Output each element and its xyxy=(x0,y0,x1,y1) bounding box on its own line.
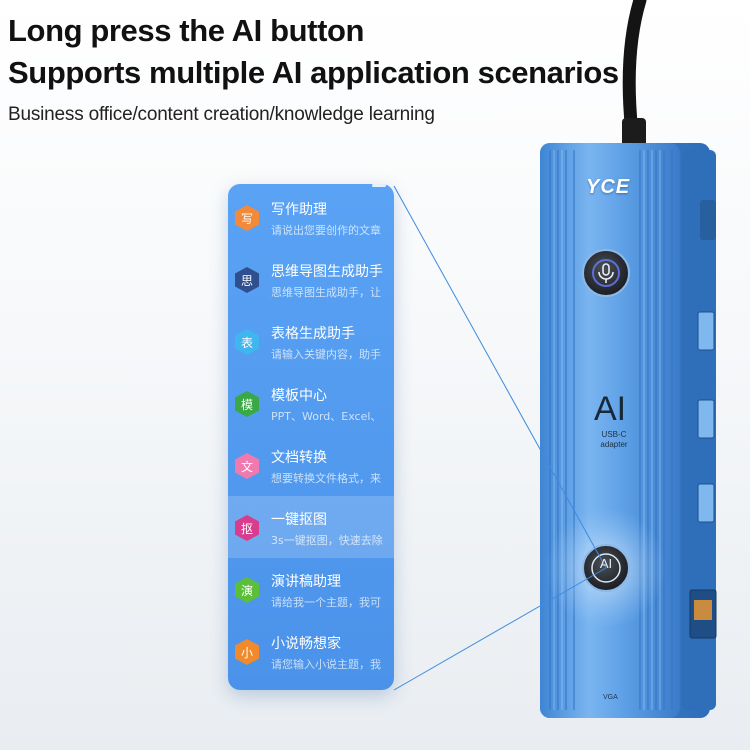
menu-item[interactable]: 演演讲稿助理请给我一个主题，我可 xyxy=(228,558,394,620)
callout-line-top xyxy=(393,185,607,569)
subtitle: Business office/content creation/knowled… xyxy=(8,104,435,125)
device-caption: USB-C adapter xyxy=(600,430,628,449)
ai-feature-menu: 写写作助理请说出您要创作的文章思思维导图生成助手思维导图生成助手，让表表格生成助… xyxy=(228,184,394,690)
menu-item-description: 思维导图生成助手，让 xyxy=(271,286,381,299)
feature-badge-icon: 演 xyxy=(235,577,259,603)
menu-item-title: 思维导图生成助手 xyxy=(271,264,383,280)
menu-item-title: 模板中心 xyxy=(271,388,327,404)
device-ai-label: AI xyxy=(594,390,627,428)
menu-item[interactable]: 思思维导图生成助手思维导图生成助手，让 xyxy=(228,248,394,310)
headline-line-2: Supports multiple AI application scenari… xyxy=(8,55,619,90)
menu-item-title: 一键抠图 xyxy=(271,512,327,528)
menu-item-title: 文档转换 xyxy=(271,450,327,466)
menu-item-description: PPT、Word、Excel、 xyxy=(271,410,382,423)
feature-badge-icon: 写 xyxy=(235,205,259,231)
ai-button-label[interactable]: AI xyxy=(599,556,613,571)
microphone-icon xyxy=(598,263,614,283)
menu-item-title: 表格生成助手 xyxy=(271,326,355,342)
usb-a-port-1 xyxy=(697,311,715,351)
feature-badge-icon: 文 xyxy=(235,453,259,479)
vga-port-label: VGA xyxy=(603,694,618,701)
usb-a-port-3 xyxy=(697,483,715,523)
scroll-indicator xyxy=(372,184,386,187)
menu-item[interactable]: 写写作助理请说出您要创作的文章 xyxy=(228,186,394,248)
menu-item-description: 请输入关键内容，助手 xyxy=(271,348,381,361)
menu-item-title: 小说畅想家 xyxy=(271,636,341,652)
menu-item[interactable]: 表表格生成助手请输入关键内容，助手 xyxy=(228,310,394,372)
callout-line-bottom xyxy=(393,567,607,691)
menu-item-description: 想要转换文件格式，来 xyxy=(271,472,381,485)
microphone-button xyxy=(582,249,630,297)
feature-badge-icon: 模 xyxy=(235,391,259,417)
menu-item[interactable]: 文文档转换想要转换文件格式，来 xyxy=(228,434,394,496)
menu-item[interactable]: 模模板中心 PPT、Word、Excel、 xyxy=(228,372,394,434)
feature-badge-icon: 思 xyxy=(235,267,259,293)
menu-item-description: 请给我一个主题，我可 xyxy=(271,596,381,609)
menu-item-description: 请说出您要创作的文章 xyxy=(271,224,381,237)
menu-item-title: 演讲稿助理 xyxy=(271,574,341,590)
menu-item[interactable]: 抠一键抠图 3s一键抠图，快速去除 xyxy=(228,496,394,558)
menu-item-description: 请您输入小说主题，我 xyxy=(271,658,381,671)
headline-line-1: Long press the AI button xyxy=(8,13,365,48)
brand-logo: YCE xyxy=(586,176,631,198)
feature-badge-icon: 表 xyxy=(235,329,259,355)
menu-item-description: 3s一键抠图，快速去除 xyxy=(271,534,383,547)
usb-c-hub xyxy=(540,143,717,718)
usb-a-port-2 xyxy=(697,399,715,439)
menu-item-title: 写作助理 xyxy=(271,202,327,218)
menu-item[interactable]: 小小说畅想家请您输入小说主题，我 xyxy=(228,620,394,682)
feature-badge-icon: 小 xyxy=(235,639,259,665)
feature-badge-icon: 抠 xyxy=(235,515,259,541)
